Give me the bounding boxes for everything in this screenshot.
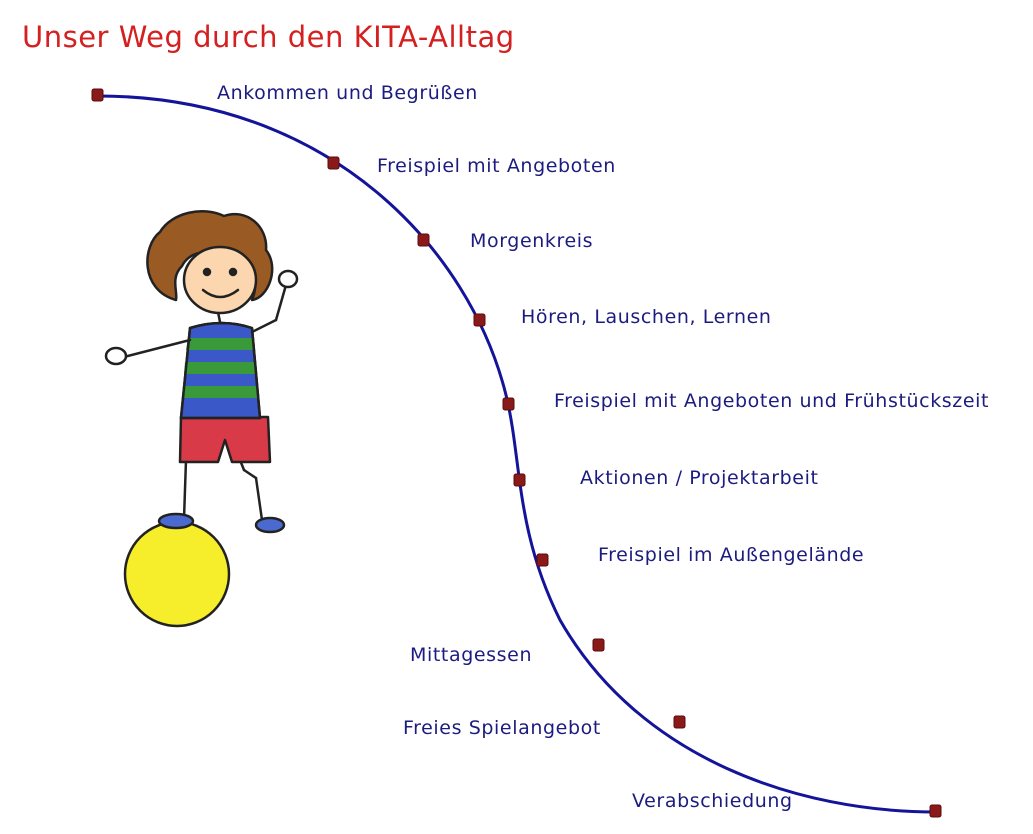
step-label: Freispiel mit Angeboten und Frühstücksze… — [554, 390, 990, 412]
step-label: Mittagessen — [410, 644, 533, 666]
step-label: Freies Spielangebot — [403, 717, 601, 739]
step-label: Morgenkreis — [470, 230, 594, 252]
step-marker — [417, 233, 430, 247]
step-label: Verabschiedung — [632, 790, 793, 812]
step-marker — [473, 313, 486, 327]
step-marker — [327, 156, 340, 170]
timeline-path — [97, 94, 937, 814]
step-marker — [536, 553, 549, 567]
step-marker — [929, 804, 942, 818]
step-label: Aktionen / Projektarbeit — [580, 467, 819, 489]
timeline-markers — [91, 88, 942, 818]
step-marker — [513, 473, 526, 487]
step-label: Freispiel im Außengelände — [598, 544, 865, 566]
step-label: Hören, Lauschen, Lernen — [521, 306, 772, 328]
step-marker — [592, 638, 605, 652]
step-label: Ankommen und Begrüßen — [217, 82, 478, 104]
step-label: Freispiel mit Angeboten — [377, 155, 616, 177]
child-on-ball-icon — [104, 210, 299, 628]
page-title: Unser Weg durch den KITA-Alltag — [22, 20, 515, 54]
step-marker — [673, 715, 686, 729]
step-marker — [91, 88, 104, 102]
step-marker — [502, 397, 515, 411]
